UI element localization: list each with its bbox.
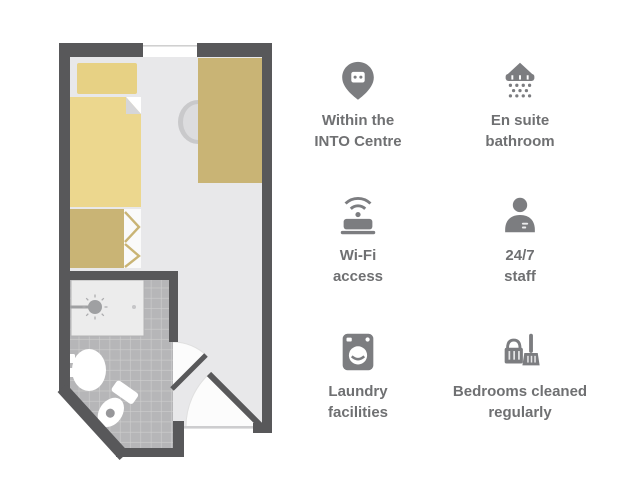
feature-label: En suite bathroom bbox=[485, 110, 554, 152]
duvet-fold bbox=[126, 97, 141, 114]
desk bbox=[198, 58, 262, 183]
feature-label: Wi-Fi access bbox=[333, 245, 383, 287]
entrance-door-swing bbox=[185, 374, 258, 427]
cistern bbox=[111, 380, 139, 404]
feature-wifi: Wi-Fi access bbox=[278, 193, 438, 287]
bathroom-bottom-wall bbox=[116, 448, 184, 457]
feature-label: Laundry facilities bbox=[328, 381, 388, 423]
feature-label-line1: Bedrooms cleaned bbox=[452, 383, 588, 400]
shower bbox=[69, 279, 145, 337]
feature-label-line1: En suite bbox=[490, 112, 550, 129]
pillow bbox=[77, 63, 137, 94]
bed bbox=[69, 63, 141, 207]
right-wall bbox=[262, 43, 272, 433]
laundry-icon bbox=[342, 333, 374, 371]
feature-label-line2: facilities bbox=[327, 404, 389, 421]
feature-laundry: Laundry facilities bbox=[278, 329, 438, 423]
bathroom-right-wall bbox=[169, 280, 178, 342]
door-stub-wall bbox=[173, 421, 184, 450]
feature-cleaning: Bedrooms cleaned regularly bbox=[440, 329, 600, 423]
desk-chair bbox=[178, 100, 198, 144]
entrance-door bbox=[206, 371, 263, 428]
basin bbox=[72, 349, 106, 391]
feature-label-line2: access bbox=[332, 268, 384, 285]
wardrobe-door bbox=[124, 211, 141, 243]
bed-mattress bbox=[69, 97, 141, 207]
staff-icon bbox=[505, 197, 535, 233]
feature-label-line2: staff bbox=[504, 268, 536, 285]
wifi-icon bbox=[340, 196, 376, 235]
shower-drain bbox=[132, 305, 136, 309]
feature-label-line1: Within the bbox=[321, 112, 395, 129]
feature-label-line2: INTO Centre bbox=[314, 133, 402, 150]
wardrobe-open bbox=[124, 209, 141, 268]
shower-head bbox=[88, 300, 102, 314]
feature-label-line2: bathroom bbox=[485, 133, 555, 150]
shower-icon bbox=[505, 62, 535, 98]
chair-seat bbox=[183, 104, 198, 140]
feature-ensuite: En suite bathroom bbox=[440, 58, 600, 152]
shower-spray bbox=[82, 294, 108, 320]
toilet bbox=[97, 380, 139, 428]
feature-label: 24/7 staff bbox=[504, 245, 536, 287]
entrance-door-arc bbox=[185, 373, 210, 428]
entrance-threshold bbox=[184, 426, 253, 429]
bathroom-top-wall bbox=[59, 271, 178, 280]
chamfer-wall bbox=[57, 383, 129, 461]
feature-label-line1: 24/7 bbox=[505, 247, 535, 264]
bathroom-door bbox=[170, 353, 208, 391]
left-wall bbox=[59, 43, 70, 391]
feature-label-line1: Wi-Fi bbox=[339, 247, 377, 264]
wardrobe-door bbox=[124, 243, 141, 268]
feature-staff: 24/7 staff bbox=[440, 193, 600, 287]
tap bbox=[69, 354, 75, 363]
wardrobe bbox=[69, 209, 141, 268]
feature-location: Within the INTO Centre bbox=[278, 58, 438, 152]
feature-label: Bedrooms cleaned regularly bbox=[453, 381, 587, 423]
cleaning-icon bbox=[504, 333, 540, 366]
location-pin-icon bbox=[342, 61, 374, 100]
washbasin bbox=[69, 349, 106, 391]
feature-label: Within the INTO Centre bbox=[314, 110, 401, 152]
window bbox=[143, 43, 197, 57]
feature-label-line1: Laundry bbox=[328, 383, 388, 400]
toilet-flush bbox=[105, 408, 115, 418]
bottom-right-wall bbox=[253, 423, 272, 433]
wardrobe-body bbox=[69, 209, 124, 268]
feature-label-line2: regularly bbox=[488, 404, 552, 421]
